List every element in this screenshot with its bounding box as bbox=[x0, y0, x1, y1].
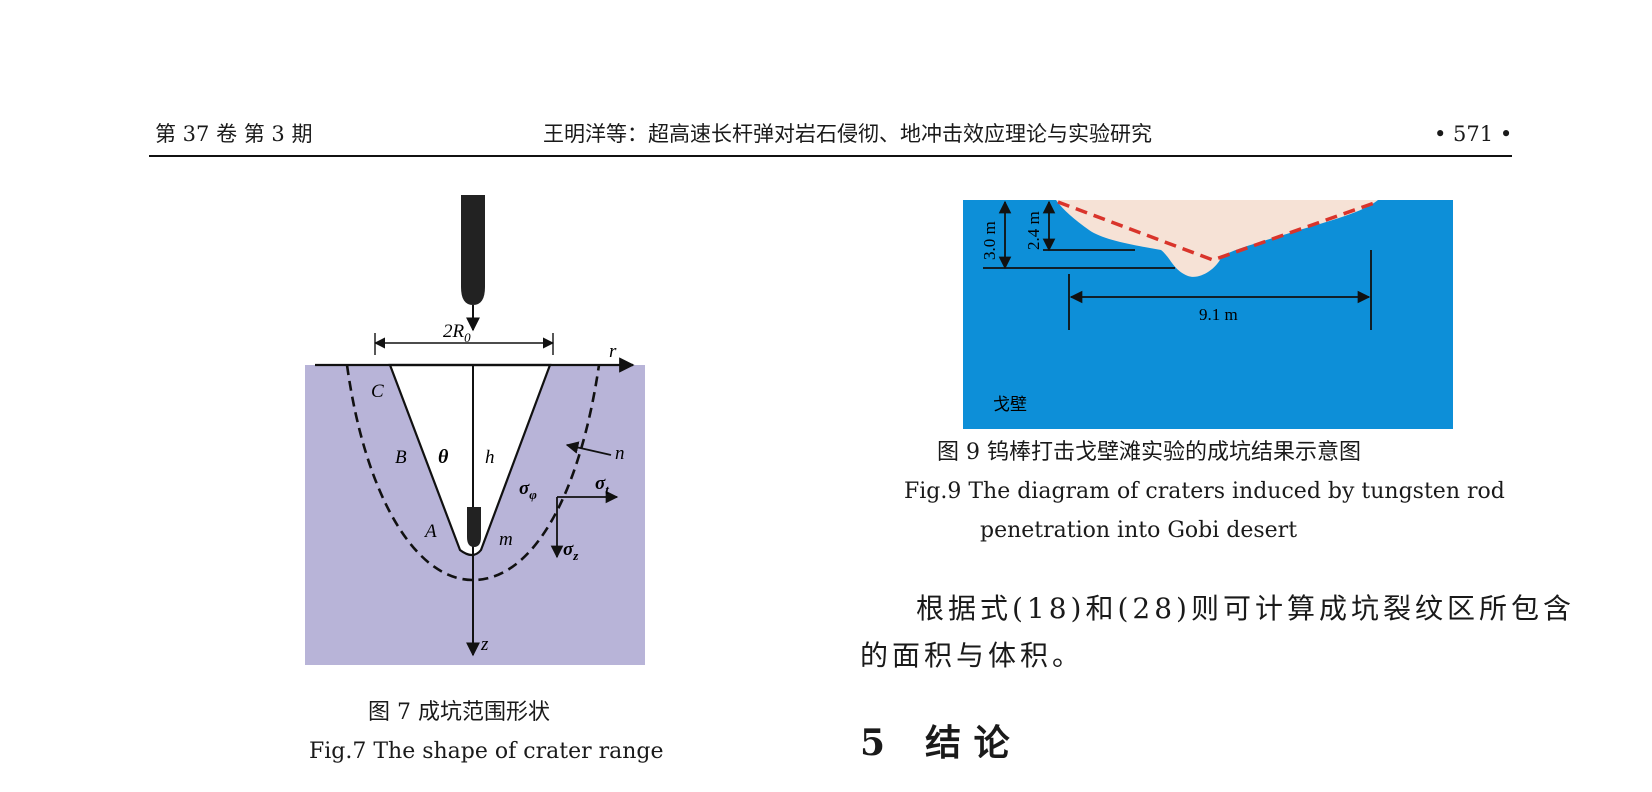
theta-label: θ bbox=[438, 446, 449, 468]
crater-profile bbox=[1056, 200, 1378, 277]
sigma-z-label: σz bbox=[563, 539, 579, 563]
figure-7-caption-cn: 图 7 成坑范围形状 bbox=[368, 700, 550, 725]
page-number: • 571 • bbox=[1434, 122, 1513, 146]
sigma-phi-label: σφ bbox=[519, 478, 537, 502]
figure-9-caption-cn: 图 9 钨棒打击戈壁滩实验的成坑结果示意图 bbox=[937, 440, 1361, 465]
running-title: 王明洋等：超高速长杆弹对岩石侵彻、地冲击效应理论与实验研究 bbox=[543, 122, 1152, 146]
region-a-label: A bbox=[423, 521, 437, 542]
projectile-top bbox=[461, 195, 485, 305]
m-label: m bbox=[499, 529, 513, 550]
width-label: 9.1 m bbox=[1199, 305, 1238, 324]
figure-9-gobi-crater: 3.0 m 2.4 m 9.1 m 戈壁 bbox=[963, 200, 1453, 429]
section-title: 结 论 bbox=[925, 722, 1010, 764]
region-c-label: C bbox=[371, 381, 384, 402]
section-heading: 5 结 论 bbox=[860, 723, 1010, 763]
region-b-label: B bbox=[395, 447, 407, 468]
paragraph-line-2: 的面积与体积。 bbox=[860, 639, 1085, 672]
crack-zone-boundary bbox=[345, 364, 601, 582]
header-rule bbox=[149, 155, 1512, 157]
figure-9-caption-en-line2: penetration into Gobi desert bbox=[980, 518, 1298, 543]
section-number: 5 bbox=[860, 722, 886, 764]
sigma-t-label: σt bbox=[595, 473, 609, 497]
journal-volume-issue: 第 37 卷 第 3 期 bbox=[155, 122, 313, 146]
paragraph-line-1: 根据式(18)和(28)则可计算成坑裂纹区所包含 bbox=[916, 592, 1575, 625]
depth-total-label: 3.0 m bbox=[980, 221, 999, 260]
n-label: n bbox=[615, 443, 625, 464]
diameter-label: 2R0 bbox=[443, 321, 471, 345]
figure-9-caption-en-line1: Fig.9 The diagram of craters induced by … bbox=[904, 479, 1505, 504]
projectile-embedded bbox=[467, 507, 481, 547]
terrain-label: 戈壁 bbox=[993, 395, 1027, 414]
r-axis-label: r bbox=[609, 341, 617, 362]
z-axis-label: z bbox=[480, 634, 489, 655]
figure-7-caption-en: Fig.7 The shape of crater range bbox=[309, 739, 664, 764]
figure-7-crater-shape: 2R0 r z C B A θ h m n σφ σt σz bbox=[305, 195, 645, 665]
normal-arrow bbox=[565, 441, 612, 456]
h-label: h bbox=[485, 447, 495, 468]
depth-inner-label: 2.4 m bbox=[1024, 211, 1043, 250]
